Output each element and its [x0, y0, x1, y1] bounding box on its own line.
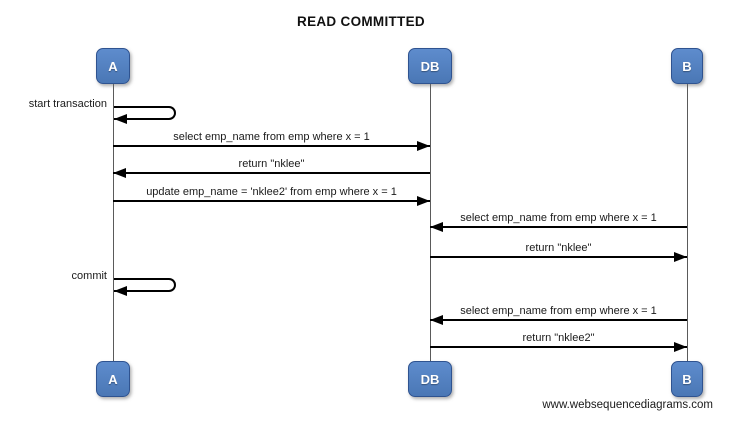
actor-box-top-a: A: [96, 48, 130, 84]
message-arrowhead-icon: [430, 222, 443, 232]
self-message-label: start transaction: [28, 98, 107, 110]
message-label: return "nklee": [238, 158, 305, 170]
lifeline-b: [687, 83, 688, 362]
message-line: [430, 226, 687, 228]
actor-box-bottom-db: DB: [408, 361, 452, 397]
message-label: return "nklee2": [522, 332, 595, 344]
message-arrowhead-icon: [113, 168, 126, 178]
message-line: [113, 145, 430, 147]
message-line: [430, 256, 687, 258]
message-arrowhead-icon: [674, 342, 687, 352]
message-arrowhead-icon: [417, 196, 430, 206]
self-message-loop: [114, 106, 176, 120]
self-message-arrowhead-icon: [114, 114, 127, 124]
self-message-loop: [114, 278, 176, 292]
self-message-label: commit: [71, 270, 107, 282]
message-arrowhead-icon: [674, 252, 687, 262]
self-message-arrowhead-icon: [114, 286, 127, 296]
actor-box-top-db: DB: [408, 48, 452, 84]
message-arrowhead-icon: [430, 315, 443, 325]
actor-box-bottom-a: A: [96, 361, 130, 397]
watermark-websequencediagrams: www.websequencediagrams.com: [542, 399, 713, 411]
actor-box-bottom-b: B: [671, 361, 703, 397]
message-line: [430, 319, 687, 321]
lifeline-a: [113, 83, 114, 362]
message-label: select emp_name from emp where x = 1: [173, 131, 370, 143]
message-line: [113, 172, 430, 174]
message-label: return "nklee": [525, 242, 592, 254]
message-label: update emp_name = 'nklee2' from emp wher…: [146, 186, 397, 198]
actor-box-top-b: B: [671, 48, 703, 84]
message-label: select emp_name from emp where x = 1: [460, 212, 657, 224]
message-label: select emp_name from emp where x = 1: [460, 305, 657, 317]
message-arrowhead-icon: [417, 141, 430, 151]
diagram-title: READ COMMITTED: [297, 14, 425, 29]
message-line: [113, 200, 430, 202]
message-line: [430, 346, 687, 348]
